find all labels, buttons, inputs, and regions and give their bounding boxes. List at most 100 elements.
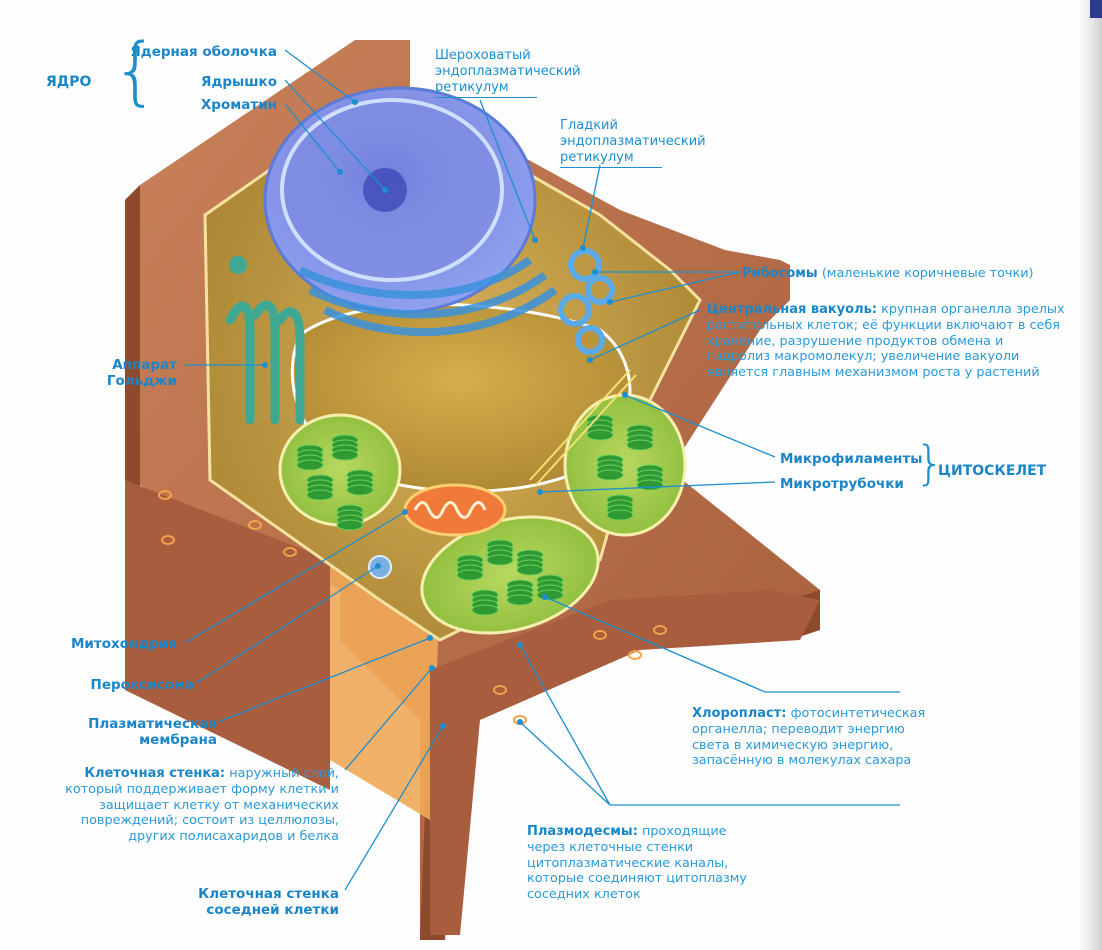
leader-dot [429,665,435,671]
rough-er [298,256,558,337]
thylakoid-disc [626,439,654,451]
leader-dot [532,237,538,243]
smooth-er-line-3: ретикулум [560,150,662,168]
label-plasmodesmata: Плазмодесмы: проходящие через клеточные … [527,824,747,902]
vacuole-desc-1: крупная органелла зрелых [881,302,1065,317]
label-microtubules: Микротрубочки [780,476,904,492]
label-cytoskeleton-group: ЦИТОСКЕЛЕТ [938,463,1047,479]
smooth-er-line-2: эндоплазматический [560,134,706,149]
label-chromatin: Хроматин [200,97,277,113]
leader-dot [537,489,543,495]
label-golgi: Аппарат Гольджи [107,357,177,389]
ribosomes-note: (маленькие коричневые точки) [821,266,1034,281]
plasmodesma-pore [283,547,297,557]
plasmodesma-pore [593,630,607,640]
label-nuclear-envelope: Ядерная оболочка [130,44,277,60]
leader-line [184,511,406,644]
cytoskeleton-brace: } [915,436,945,490]
vacuole-desc-4: гидролиз макромолекул; увеличение вакуол… [707,349,1020,364]
plasma-membrane-line-1: Плазматическая [88,716,217,732]
leader-line [544,596,766,693]
label-ribosomes: Рибосомы (маленькие коричневые точки) [742,266,1034,282]
leader-dot [427,635,433,641]
neighbor-wall-line-1: Клеточная стенка [198,886,339,902]
leader-line [217,637,431,723]
leader-dot [580,245,586,251]
thylakoid-disc [636,479,664,491]
cell-wall-title: Клеточная стенка: [84,766,226,781]
leader-dot [337,169,343,175]
leader-dot [262,362,268,368]
leader-line [194,565,379,685]
plasmodesma-pore [493,685,507,695]
plasmodesmata-title: Плазмодесмы: [527,824,638,839]
cell-wall-desc-4: повреждений; состоит из целлюлозы, [80,813,339,828]
cell-wall-desc-5: других полисахаридов и белка [128,828,339,844]
smooth-er-line-1: Гладкий [560,118,618,133]
cell-wall-desc-1: наружный слой, [229,766,339,781]
label-plasma-membrane: Плазматическая мембрана [88,716,217,748]
leader-line [344,725,444,891]
label-chloroplast: Хлоропласт: фотосинтетическая органелла;… [692,706,925,769]
thylakoid-disc [296,459,324,471]
chloroplast-title: Хлоропласт: [692,706,787,721]
leader-dots [262,99,628,729]
leader-line [284,79,386,191]
plasmodesma-pore [653,625,667,635]
plasmodesmata-desc-3: цитоплазматические каналы, [527,855,729,871]
page-edge-tab [1090,0,1102,18]
leader-dot [375,563,381,569]
leader-line [479,99,536,241]
golgi-line-1: Аппарат [112,357,177,373]
rough-er-line-1: Шероховатый [435,48,531,63]
rough-er-line-2: эндоплазматический [435,64,581,79]
leader-dot [587,357,593,363]
chloroplast-desc-1: фотосинтетическая [790,706,926,721]
thylakoid-disc [306,489,334,501]
label-cell-wall: Клеточная стенка: наружный слой, который… [65,766,339,844]
leader-line [582,164,601,249]
mitochondrion [403,483,507,537]
leader-dot [352,99,358,105]
neighbor-wall-line-2: соседней клетки [206,902,339,918]
leader-dot [517,719,523,725]
label-rough-er: Шероховатый эндоплазматический ретикулум [435,48,581,98]
label-mitochondrion: Митохондрия [71,636,177,652]
label-nucleolus: Ядрышко [201,74,277,90]
plasmodesmata-desc-1: проходящие [642,824,727,839]
vacuole-desc-2: растительных клеток; её функции включают… [707,318,1060,333]
golgi-apparatus [225,300,305,425]
vacuole-desc-5: является главным механизмом роста у раст… [707,364,1040,380]
chloroplast-desc-3: света в химическую энергию, [692,737,894,753]
nucleus [263,86,537,314]
leader-line [284,49,356,103]
vesicle [229,256,247,274]
cell-wall-desc-3: защищает клетку от механических [99,797,339,813]
cell-wall-desc-2: который поддерживает форму клетки и [65,782,339,797]
leader-line [539,481,776,493]
leader-dot [402,509,408,515]
thylakoid-disc [506,594,534,606]
leader-line [624,394,776,458]
thylakoid-disc [456,569,484,581]
thylakoid-disc [336,519,364,531]
leader-dot [622,392,628,398]
leader-dot [592,269,598,275]
chloroplast-desc-2: органелла; переводит энергию [692,722,905,737]
nucleus-brace: { [112,28,160,114]
thylakoid-grana [296,414,664,616]
plasmodesma-pore [628,650,642,660]
leader-lines [184,49,900,891]
leader-line [519,721,611,806]
plasmodesmata-desc-5: соседних клеток [527,886,641,902]
plasmodesma-pore [158,490,172,500]
leader-dot [382,187,388,193]
leader-dot [542,594,548,600]
cytoskeleton [529,369,637,486]
leader-line [344,667,433,771]
leader-dot [517,642,523,648]
rough-er-line-3: ретикулум [435,80,537,98]
leader-dot [440,723,446,729]
smooth-er [558,248,615,355]
